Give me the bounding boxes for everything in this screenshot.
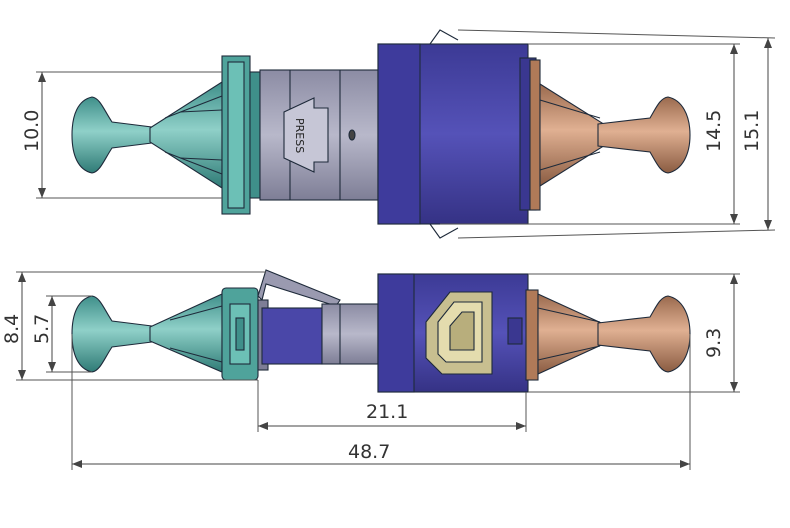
dim-15-1: 15.1: [741, 110, 763, 152]
teal-dust-cap-side: [71, 287, 259, 381]
indicator-dot-icon: [348, 129, 356, 141]
dim-21-1: 21.1: [366, 401, 408, 423]
dimension-body-height-side: 9.3: [528, 273, 740, 393]
top-view: PRESS 10.0: [21, 29, 776, 239]
copper-dust-cap: [529, 59, 691, 211]
dimension-body-height: 14.5: [440, 43, 740, 225]
dimension-overall-height: 15.1: [457, 29, 776, 239]
press-arrow-icon: [283, 97, 329, 173]
dimension-ferrule-height: 5.7: [31, 295, 92, 373]
grey-ferrule-housing: PRESS: [259, 69, 379, 201]
side-view: 8.4 5.7 9.3 21.1 48.7: [1, 269, 740, 470]
ferrule-housing-side: [261, 303, 379, 365]
dim-14-5: 14.5: [703, 110, 725, 152]
press-label: PRESS: [293, 118, 306, 153]
dimension-clip-height-side: 8.4: [1, 271, 266, 381]
dim-5-7: 5.7: [31, 314, 53, 344]
teal-dust-cap: [71, 55, 261, 215]
copper-dust-cap-side: [525, 289, 691, 381]
dimension-housing-length: 21.1: [257, 380, 527, 432]
blue-adapter-body: [377, 29, 537, 239]
dim-8-4: 8.4: [1, 314, 23, 344]
dim-9-3: 9.3: [703, 328, 725, 358]
dimension-clip-height: 10.0: [21, 71, 222, 199]
blue-adapter-body-side: [377, 273, 529, 393]
dim-48-7: 48.7: [348, 441, 390, 463]
dim-10-0: 10.0: [21, 110, 43, 152]
dimension-overall-length: 48.7: [71, 334, 691, 470]
